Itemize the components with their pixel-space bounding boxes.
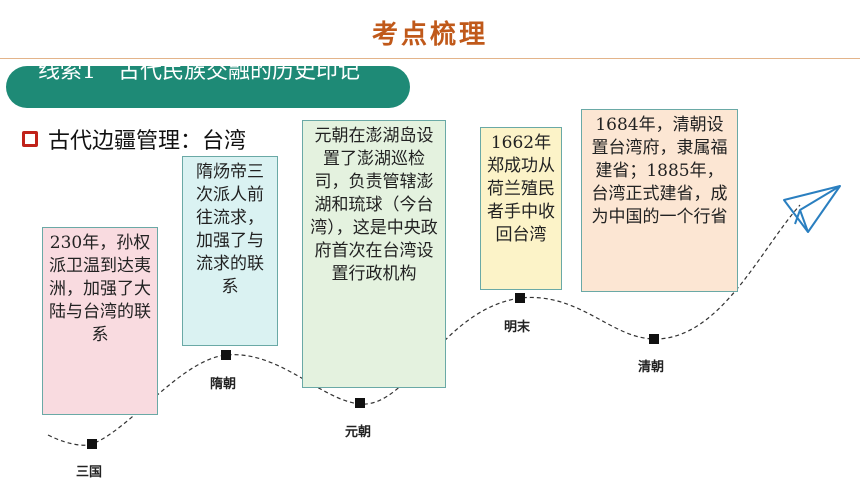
section-heading: 古代边疆管理：台湾 — [22, 124, 246, 154]
event-card-qing: 1684年，清朝设置台湾府，隶属福建省；1885年，台湾正式建省，成为中国的一个… — [581, 109, 738, 292]
timeline-node-sanguo — [87, 439, 97, 449]
timeline-node-ming — [515, 293, 525, 303]
event-card-sanguo: 230年，孙权派卫温到达夷洲，加强了大陆与台湾的联系 — [42, 227, 158, 415]
timeline-label-sui: 隋朝 — [210, 377, 237, 392]
section-heading-text: 古代边疆管理：台湾 — [48, 129, 247, 154]
timeline-node-sui — [221, 350, 231, 360]
timeline-label-qing: 清朝 — [638, 360, 665, 375]
event-card-sui: 隋炀帝三次派人前往流求，加强了与流求的联系 — [182, 156, 278, 346]
paper-plane-icon — [783, 185, 841, 233]
title-divider — [0, 58, 860, 59]
timeline-label-sanguo: 三国 — [76, 465, 103, 480]
timeline-label-yuan: 元朝 — [345, 425, 372, 440]
thread-banner: 线索1 古代民族交融的历史印记 — [6, 66, 410, 108]
timeline-curve — [47, 204, 801, 446]
timeline-label-ming: 明末 — [504, 320, 531, 335]
event-card-ming: 1662年郑成功从荷兰殖民者手中收回台湾 — [480, 127, 562, 290]
timeline-node-qing — [649, 334, 659, 344]
square-bullet-icon — [22, 131, 38, 147]
event-card-yuan: 元朝在澎湖岛设置了澎湖巡检司，负责管辖澎湖和琉球（今台湾），这是中央政府首次在台… — [302, 120, 446, 388]
page-title: 考点梳理 — [371, 20, 488, 50]
thread-label: 线索1 古代民族交融的历史印记 — [38, 66, 360, 84]
timeline-node-yuan — [355, 398, 365, 408]
